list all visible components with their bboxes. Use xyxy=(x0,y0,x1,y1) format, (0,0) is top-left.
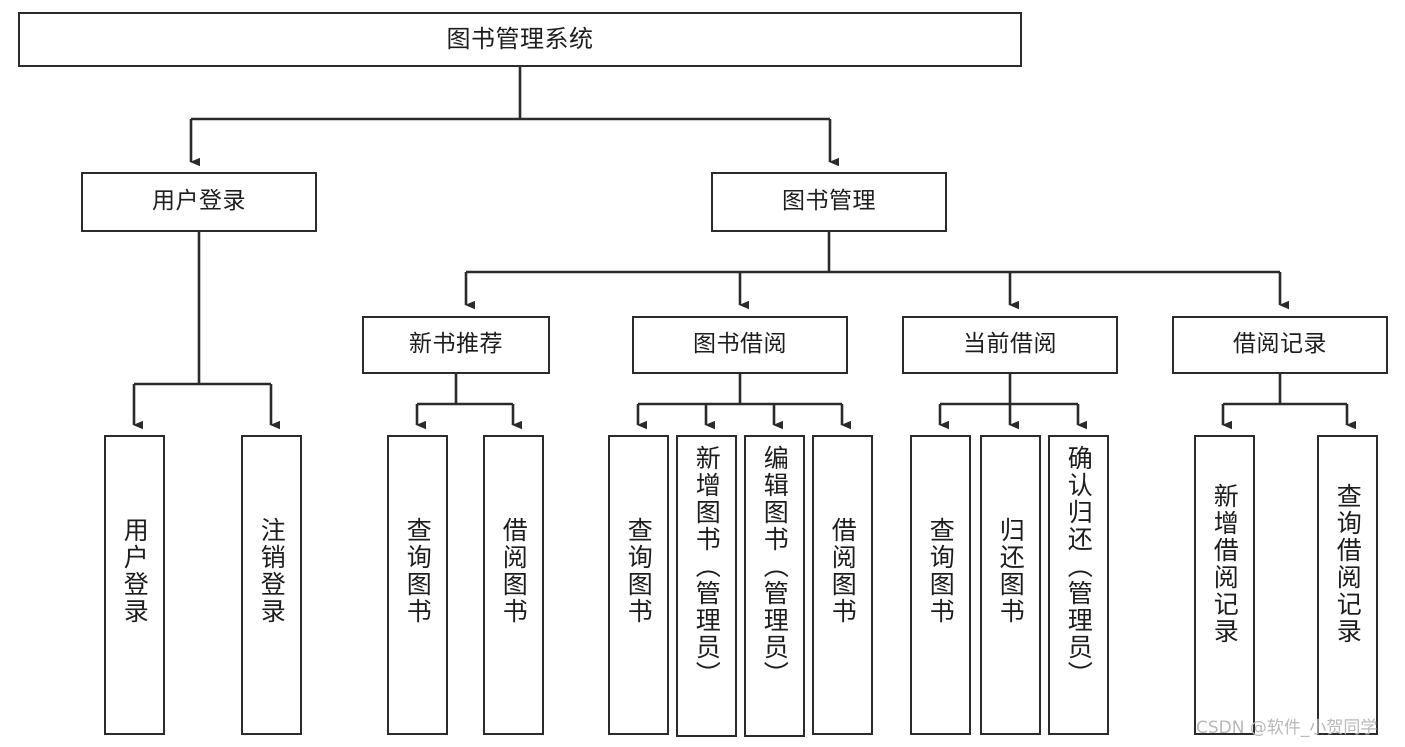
node-leaf-user-logout-label: 注销登录 xyxy=(257,517,287,625)
node-leaf-edit-book[interactable]: 编辑图书（管理员） xyxy=(744,435,805,737)
node-leaf-return-book-label: 归还图书 xyxy=(996,517,1026,625)
edge-current-to-leaves xyxy=(938,374,1087,430)
watermark: CSDN @软件_小贺同学 xyxy=(1196,718,1378,738)
node-root-label: 图书管理系统 xyxy=(446,25,594,54)
node-leaf-query-book-1-label: 查询图书 xyxy=(403,517,433,625)
node-book-borrow[interactable]: 图书借阅 xyxy=(632,316,848,374)
node-book-management-label: 图书管理 xyxy=(782,188,876,215)
node-borrow-records[interactable]: 借阅记录 xyxy=(1172,316,1388,374)
node-leaf-query-record-label: 查询借阅记录 xyxy=(1333,483,1363,645)
node-leaf-return-book[interactable]: 归还图书 xyxy=(980,435,1041,735)
edge-records-to-leaves xyxy=(1221,374,1356,430)
node-book-borrow-label: 图书借阅 xyxy=(693,331,787,358)
node-leaf-add-book-label: 新增图书（管理员） xyxy=(692,445,722,688)
node-user-login-label: 用户登录 xyxy=(152,188,246,215)
node-user-login[interactable]: 用户登录 xyxy=(81,172,317,232)
node-leaf-query-book-1[interactable]: 查询图书 xyxy=(387,435,448,735)
edge-bookmgmt-to-level3 xyxy=(464,232,1289,310)
node-leaf-query-book-3[interactable]: 查询图书 xyxy=(910,435,971,735)
node-leaf-borrow-book-2-label: 借阅图书 xyxy=(828,517,858,625)
edge-root-to-level2 xyxy=(189,67,839,167)
edge-borrow-to-leaves xyxy=(636,374,851,430)
node-new-book-recommend[interactable]: 新书推荐 xyxy=(362,316,550,374)
edge-login-to-leaves xyxy=(132,232,280,430)
node-book-management[interactable]: 图书管理 xyxy=(711,172,947,232)
node-leaf-edit-book-label: 编辑图书（管理员） xyxy=(760,445,790,688)
node-root[interactable]: 图书管理系统 xyxy=(18,12,1022,67)
node-leaf-borrow-book-1[interactable]: 借阅图书 xyxy=(483,435,544,735)
node-borrow-records-label: 借阅记录 xyxy=(1233,331,1327,358)
node-leaf-query-book-3-label: 查询图书 xyxy=(926,517,956,625)
node-leaf-borrow-book-2[interactable]: 借阅图书 xyxy=(812,435,873,735)
edge-newbook-to-leaves xyxy=(415,374,522,430)
node-new-book-recommend-label: 新书推荐 xyxy=(409,331,503,358)
node-leaf-add-record-label: 新增借阅记录 xyxy=(1210,483,1240,645)
node-leaf-user-login[interactable]: 用户登录 xyxy=(104,435,165,735)
node-current-borrow-label: 当前借阅 xyxy=(963,331,1057,358)
node-leaf-user-logout[interactable]: 注销登录 xyxy=(241,435,302,735)
node-leaf-user-login-label: 用户登录 xyxy=(120,517,150,625)
node-leaf-query-book-2[interactable]: 查询图书 xyxy=(608,435,669,735)
node-leaf-borrow-book-1-label: 借阅图书 xyxy=(499,517,529,625)
node-leaf-confirm-return-label: 确认归还（管理员） xyxy=(1064,445,1094,688)
node-leaf-add-book[interactable]: 新增图书（管理员） xyxy=(676,435,737,737)
node-leaf-add-record[interactable]: 新增借阅记录 xyxy=(1194,435,1255,735)
node-current-borrow[interactable]: 当前借阅 xyxy=(902,316,1118,374)
node-leaf-query-book-2-label: 查询图书 xyxy=(624,517,654,625)
node-leaf-confirm-return[interactable]: 确认归还（管理员） xyxy=(1048,435,1109,735)
node-leaf-query-record[interactable]: 查询借阅记录 xyxy=(1317,435,1378,735)
